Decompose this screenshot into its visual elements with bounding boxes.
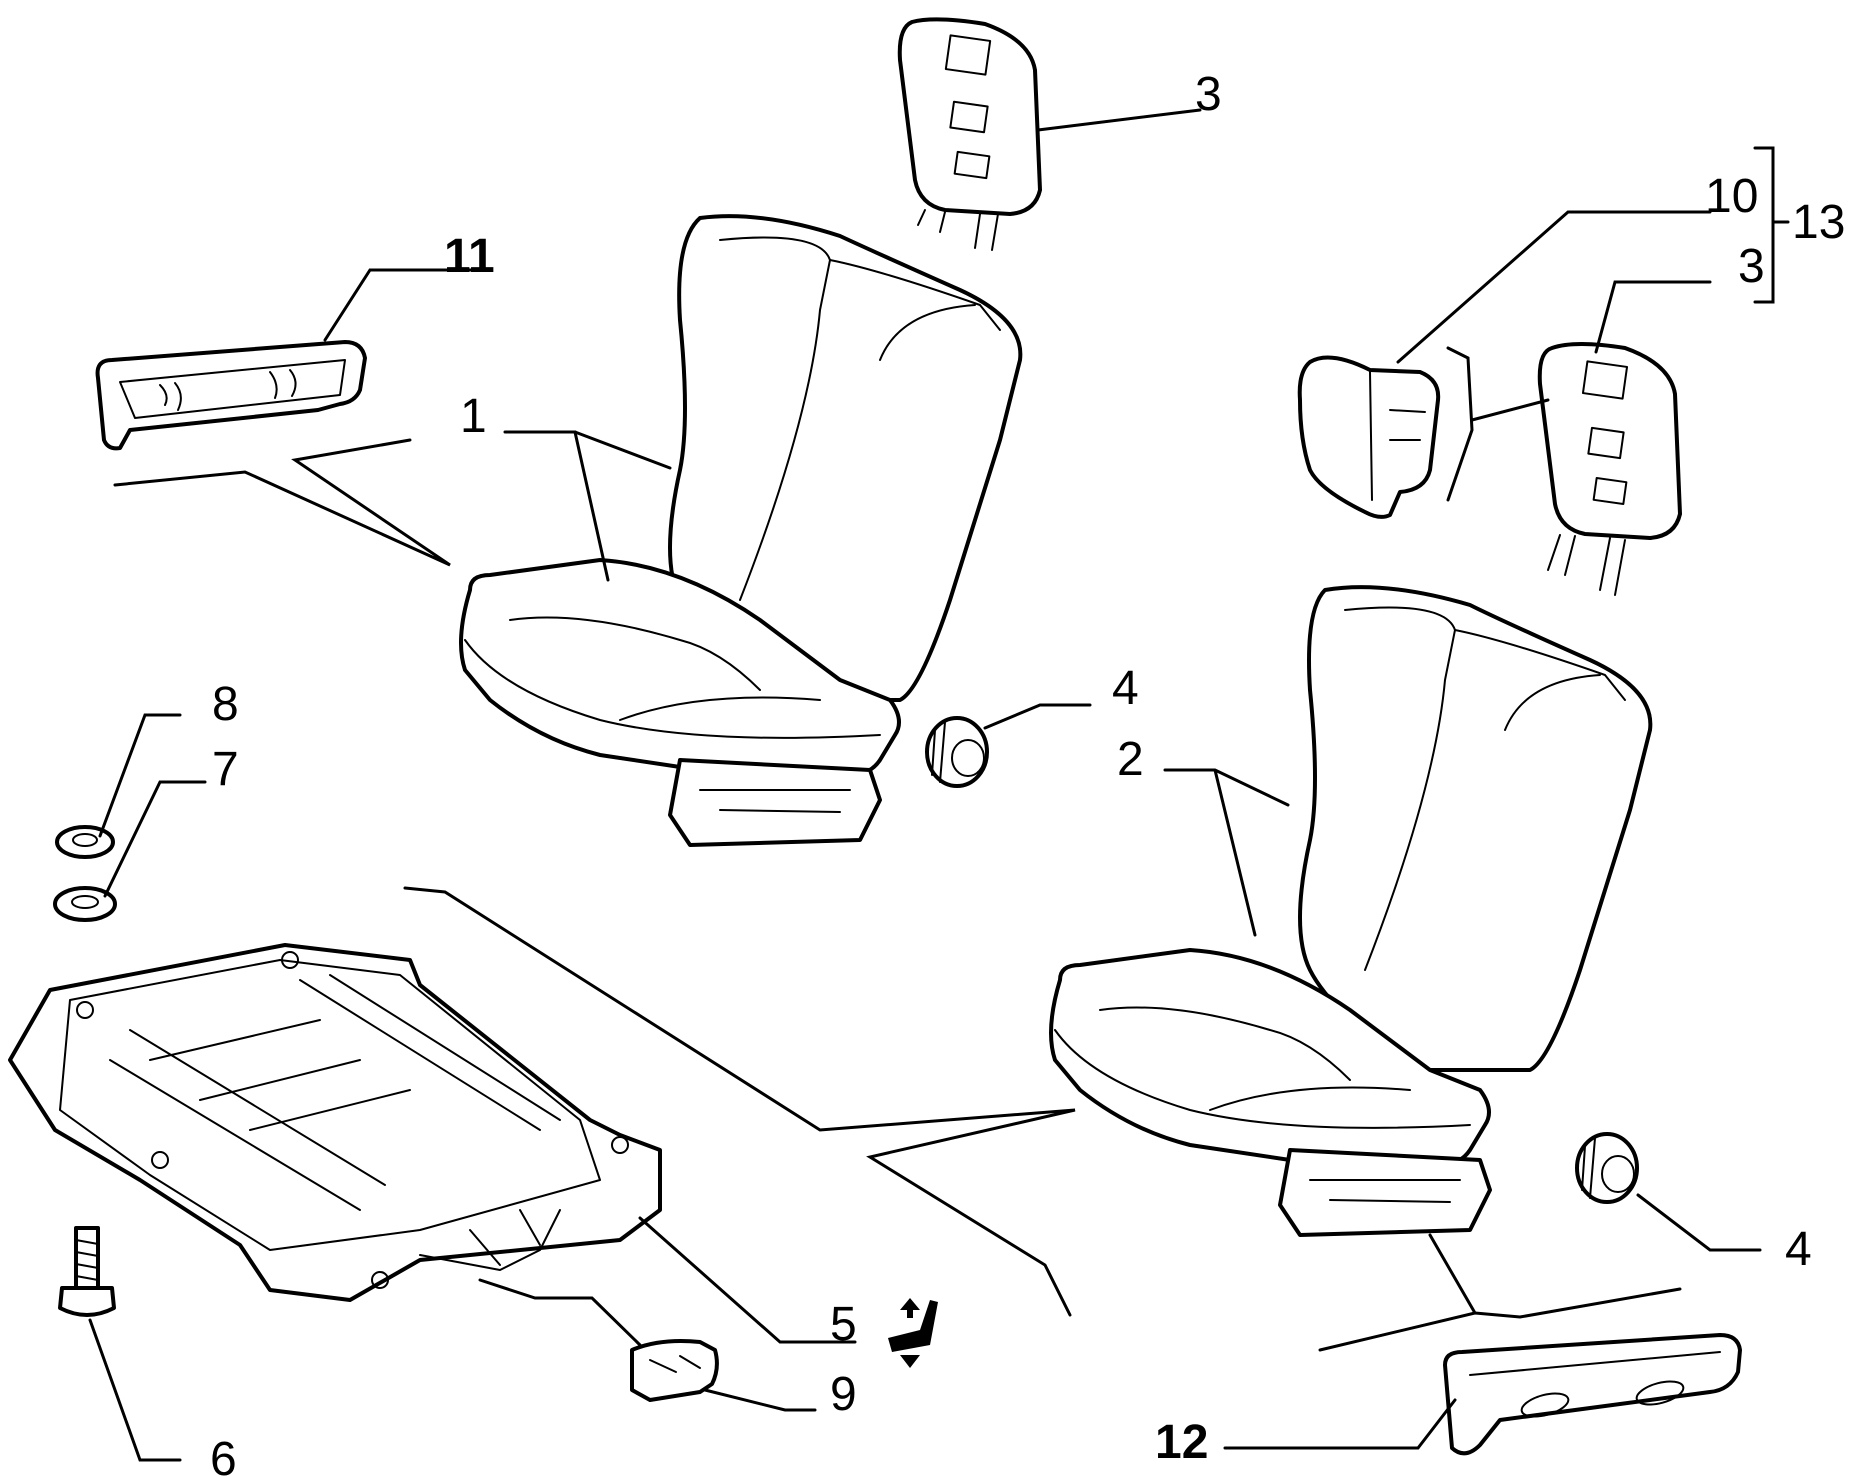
headrest-right[interactable] [1537,342,1682,596]
callout-8: 8 [212,678,239,731]
lever-handle[interactable] [630,1339,719,1402]
seat-right[interactable] [1049,585,1653,1237]
callout-3-top: 3 [1195,68,1222,121]
callout-13: 13 [1792,196,1845,249]
callout-12: 12 [1155,1416,1208,1469]
seat-left[interactable] [459,214,1023,847]
washer-8[interactable] [55,825,115,859]
headrest-top[interactable] [897,17,1042,251]
knob-upper[interactable] [925,716,989,788]
seat-adjust-icon [888,1298,938,1368]
callout-3-right: 3 [1738,240,1765,293]
knob-lower[interactable] [1575,1132,1639,1204]
callout-10: 10 [1705,170,1758,223]
washer-7[interactable] [53,886,117,922]
callout-4-upper: 4 [1112,662,1139,715]
callout-11: 11 [444,230,495,283]
callout-1: 1 [460,390,487,443]
callout-7: 7 [212,743,239,796]
side-trim-panel[interactable] [1443,1333,1742,1456]
callout-2: 2 [1117,733,1144,786]
headrest-cap[interactable] [1297,355,1441,519]
bolt[interactable] [58,1226,116,1317]
callout-6: 6 [210,1433,237,1476]
leader-lines [88,108,1790,1462]
callout-5: 5 [830,1298,857,1351]
callout-4-lower: 4 [1785,1223,1812,1276]
armrest-cover[interactable] [95,340,367,451]
callout-9: 9 [830,1368,857,1421]
seat-slide-frame[interactable] [8,943,662,1302]
